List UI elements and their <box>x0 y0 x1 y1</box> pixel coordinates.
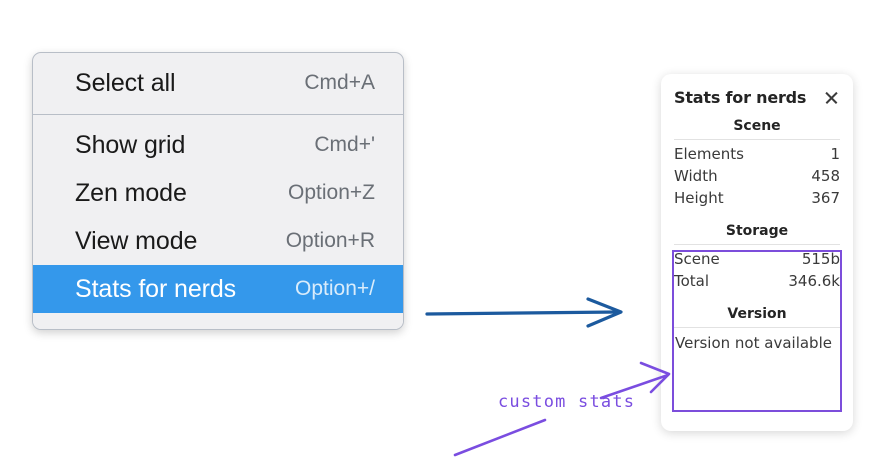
close-icon[interactable] <box>823 89 840 106</box>
section-rule <box>674 139 840 140</box>
menu-group-1: Select all Cmd+A <box>33 53 403 114</box>
section-title-storage: Storage <box>725 223 789 239</box>
menu-item-zen-mode[interactable]: Zen mode Option+Z <box>33 169 403 217</box>
menu-item-view-mode[interactable]: View mode Option+R <box>33 217 403 265</box>
menu-group-2: Show grid Cmd+' Zen mode Option+Z View m… <box>33 114 403 329</box>
stat-row-width: Width 458 <box>672 165 842 187</box>
menu-item-label: Select all <box>75 68 176 97</box>
stats-panel-header: Stats for nerds <box>672 86 842 107</box>
custom-stats-annotation-label: custom stats <box>498 392 636 412</box>
stat-value: 458 <box>811 167 840 185</box>
menu-item-label: Show grid <box>75 130 186 159</box>
menu-item-shortcut: Cmd+' <box>314 133 375 156</box>
stats-panel-title: Stats for nerds <box>674 88 807 107</box>
stat-value: 346.6k <box>788 272 840 290</box>
stat-row-elements: Elements 1 <box>672 143 842 165</box>
menu-item-shortcut: Option+Z <box>288 181 375 204</box>
stat-key: Elements <box>674 145 744 163</box>
section-rule <box>674 327 840 328</box>
menu-item-label: Zen mode <box>75 178 187 207</box>
stats-for-nerds-panel: Stats for nerds Scene Elements 1 Width 4… <box>661 74 853 431</box>
purple-underline-stroke <box>453 418 547 457</box>
stat-row-storage-total: Total 346.6k <box>672 270 842 292</box>
stat-key: Height <box>674 189 724 207</box>
stat-row-height: Height 367 <box>672 187 842 209</box>
version-text: Version not available <box>675 334 832 352</box>
menu-item-shortcut: Option+R <box>285 229 375 252</box>
menu-item-show-grid[interactable]: Show grid Cmd+' <box>33 121 403 169</box>
context-menu[interactable]: Select all Cmd+A Show grid Cmd+' Zen mod… <box>32 52 404 330</box>
stat-value: 367 <box>811 189 840 207</box>
menu-item-label: View mode <box>75 226 198 255</box>
section-rule <box>674 244 840 245</box>
menu-item-shortcut: Cmd+A <box>304 71 375 94</box>
blue-arrow-menu-to-panel <box>425 297 623 328</box>
menu-item-stats-for-nerds[interactable]: Stats for nerds Option+/ <box>33 265 403 313</box>
stat-key: Width <box>674 167 718 185</box>
section-title-scene: Scene <box>733 118 781 134</box>
section-title-version: Version <box>727 306 787 322</box>
stat-key: Total <box>674 272 710 290</box>
menu-item-shortcut: Option+/ <box>295 277 375 300</box>
stat-value: 515b <box>801 250 840 268</box>
menu-footer-spacer <box>33 313 403 329</box>
stat-key: Scene <box>674 250 720 268</box>
menu-item-label: Stats for nerds <box>75 274 237 303</box>
menu-item-select-all[interactable]: Select all Cmd+A <box>33 59 403 107</box>
stat-row-storage-scene: Scene 515b <box>672 248 842 270</box>
stat-value: 1 <box>830 145 840 163</box>
